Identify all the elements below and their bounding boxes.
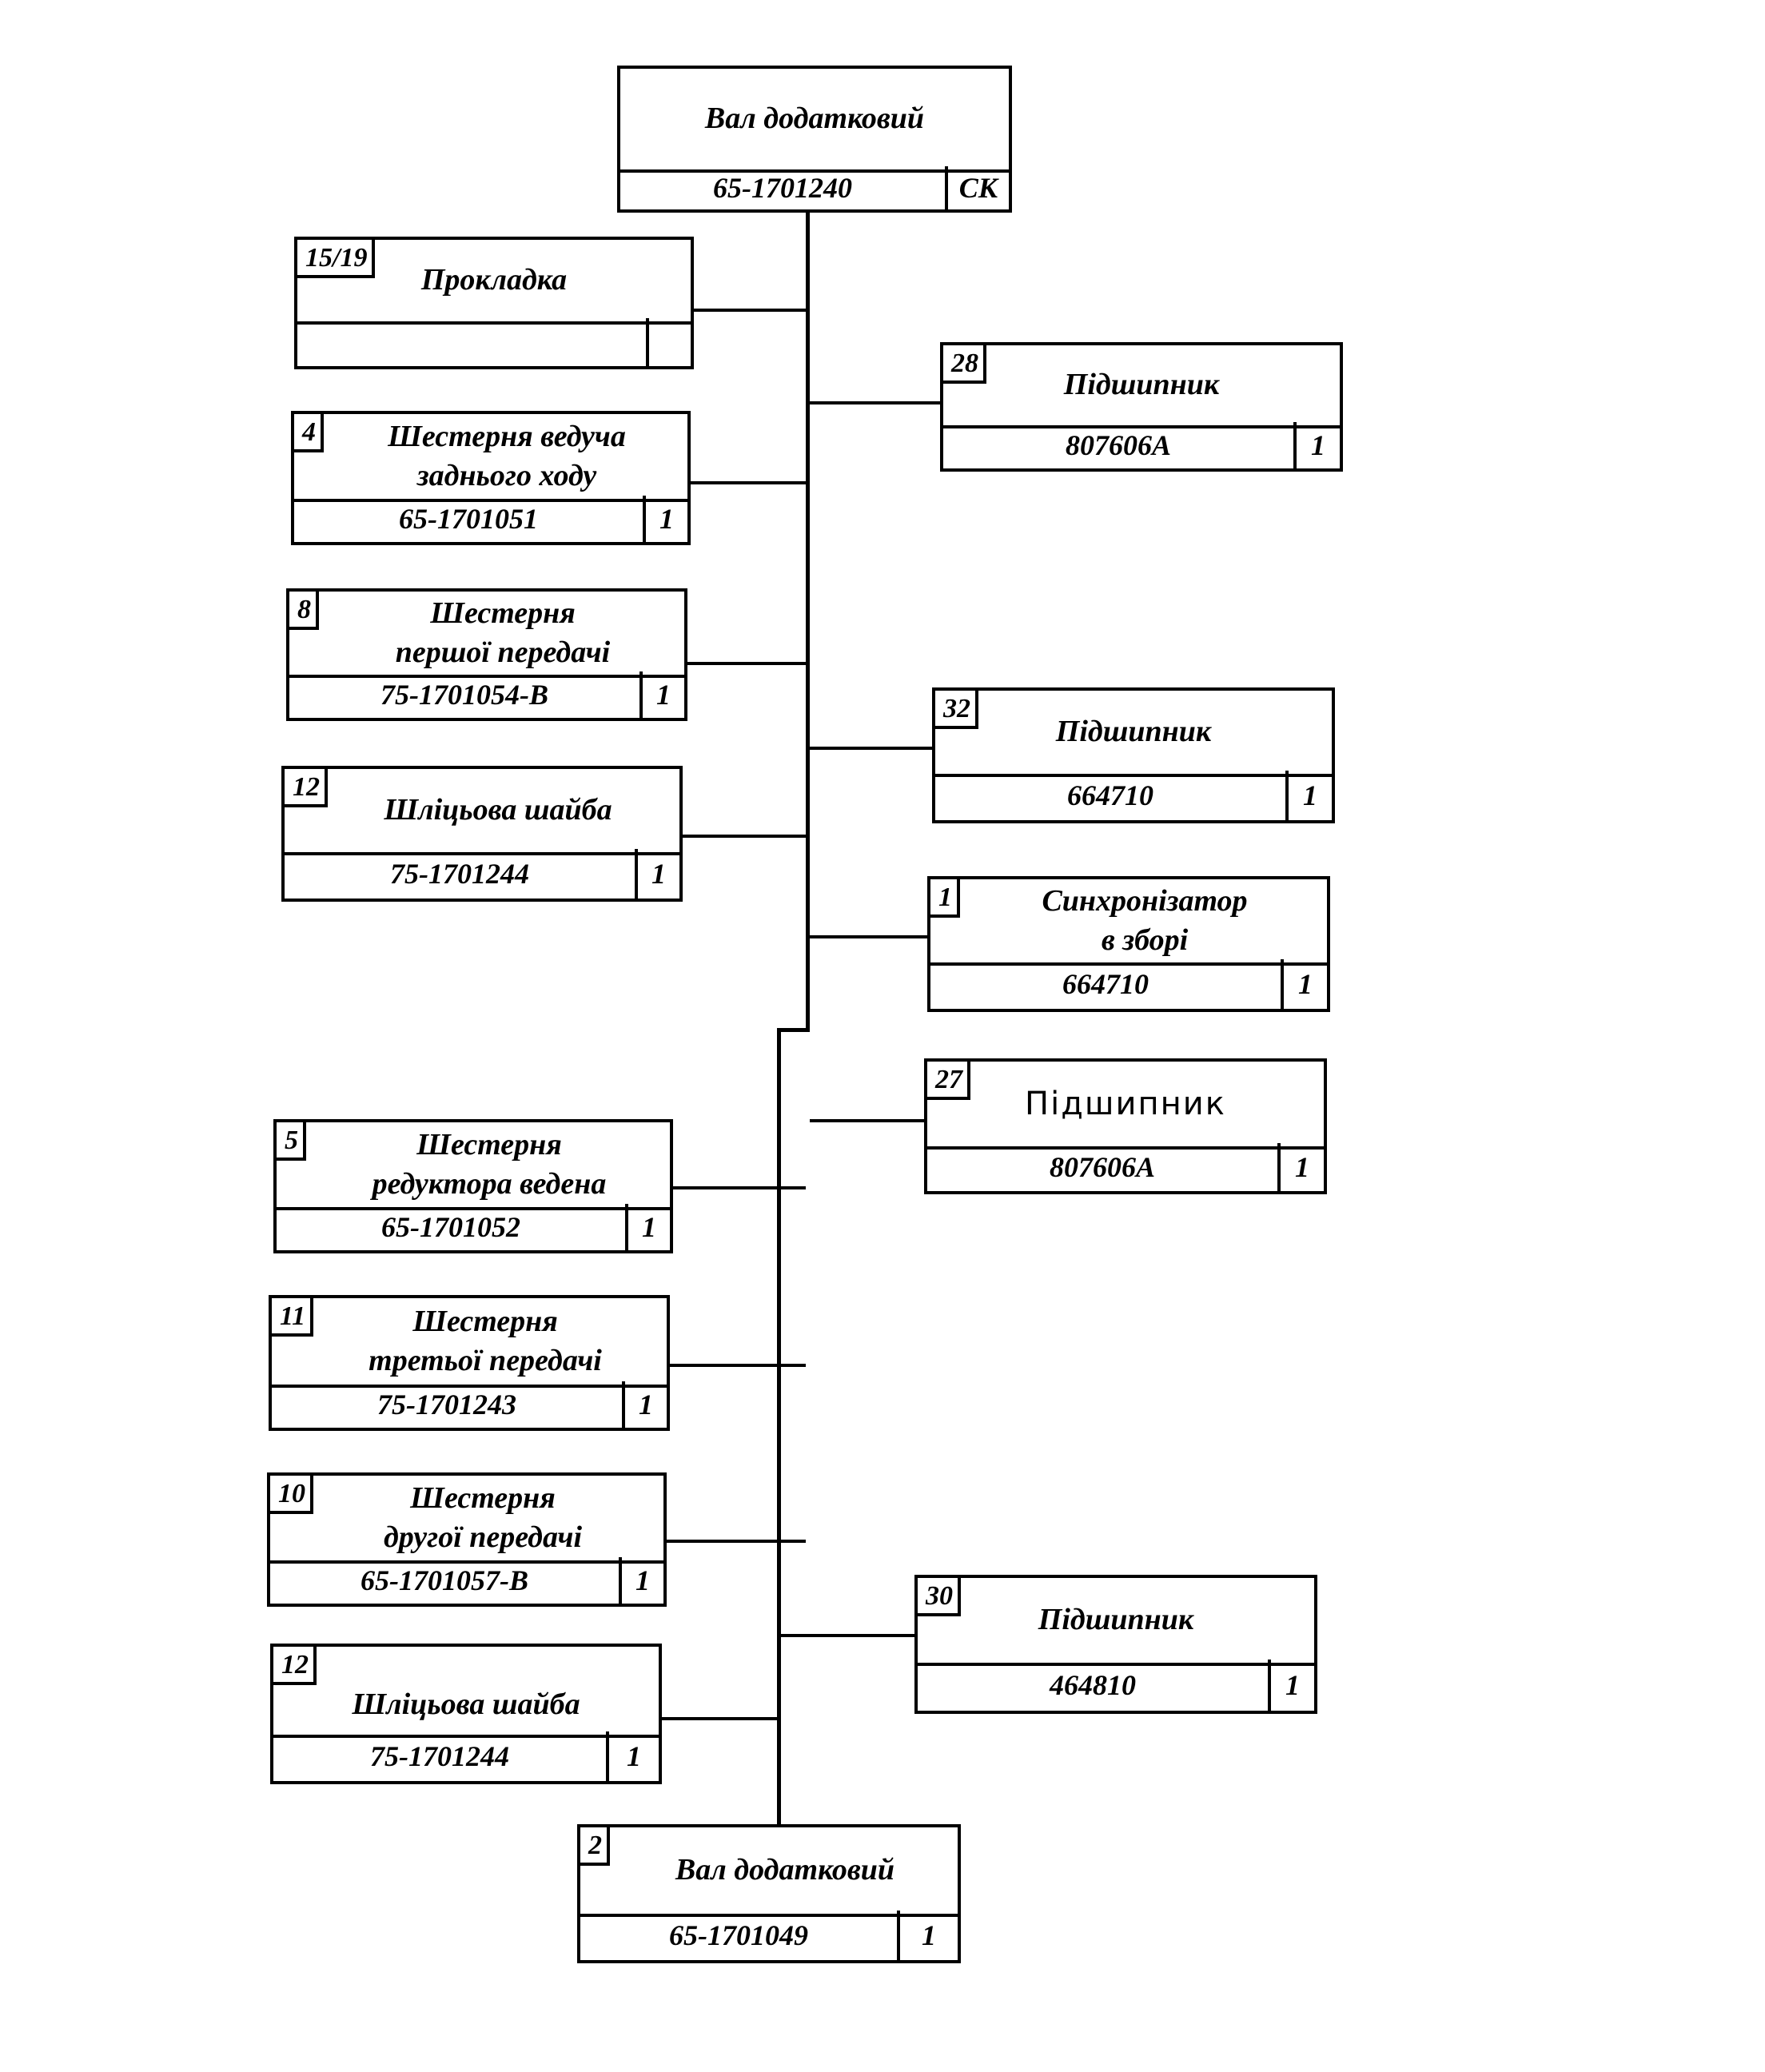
part-title: Підшипник [1038,1603,1194,1637]
connector-left-5 [668,1364,806,1367]
part-code [297,318,646,366]
part-card: 27 Підшипник 807606А 1 [924,1058,1327,1194]
part-code: 65-1701052 [381,1211,520,1243]
part-code: 807606А [1049,1151,1155,1183]
part-qty: 1 [1281,959,1327,1009]
part-qty: 1 [606,1731,659,1781]
part-title: Прокладка [420,263,568,297]
connector-right-3 [810,1119,926,1122]
part-code: 664710 [1067,779,1153,811]
connector-left-0 [692,309,806,312]
part-number: 28 [943,345,986,384]
part-number: 12 [273,1647,317,1685]
part-card: 4 Шестерня ведуча заднього ходу 65-17010… [291,411,691,545]
part-qty: 1 [619,1557,663,1604]
part-qty: 1 [643,496,687,542]
part-title: Підшипник [1025,1086,1226,1122]
part-number: 27 [927,1062,970,1100]
part-code: 75-1701054-В [380,679,548,711]
part-title: Шестерня другої передачі [383,1480,583,1554]
part-card: 30 Підшипник 464810 1 [914,1575,1317,1714]
connector-right-4 [781,1634,917,1637]
part-code: 75-1701244 [370,1740,509,1772]
part-number: 5 [277,1122,306,1161]
connector-left-4 [671,1186,806,1189]
part-qty: 1 [1285,771,1332,820]
part-title: Вал додатковий [675,1853,895,1887]
part-number: 8 [289,592,319,630]
part-title: Шліцьова шайба [384,793,612,827]
part-qty: 1 [635,849,679,899]
connector-left-1 [689,481,806,484]
part-code: 464810 [1050,1669,1136,1701]
part-code: 807606А [1065,429,1171,461]
part-number: 2 [580,1827,610,1866]
part-title: Шестерня третьої передачі [369,1304,602,1377]
part-title: Підшипник [1055,715,1212,749]
part-qty: 1 [897,1911,958,1960]
part-card: 10 Шестерня другої передачі 65-1701057-В… [267,1472,667,1607]
part-number: 32 [935,691,978,729]
connector-left-3 [681,835,806,838]
connector-right-0 [810,401,941,404]
part-qty: 1 [1293,422,1340,468]
part-card: 28 Підшипник 807606А 1 [940,342,1343,472]
connector-right-2 [810,935,931,938]
part-title: Підшипник [1063,368,1220,402]
root-title: Вал додатковий [704,102,925,136]
root-code: 65-1701240 [713,172,852,204]
part-card: 12 Шліцьова шайба 75-1701244 1 [270,1644,662,1784]
part-code: 664710 [1062,968,1149,1000]
part-qty: 1 [1268,1660,1314,1711]
trunk-line-join [777,1028,810,1032]
part-title: Шестерня першої передачі [395,596,611,669]
part-card: 32 Підшипник 664710 1 [932,687,1335,823]
part-code: 65-1701049 [669,1919,808,1951]
connector-right-1 [810,747,934,750]
part-number: 15/19 [297,240,376,278]
part-code: 65-1701057-В [361,1564,528,1596]
part-title: Шліцьова шайба [352,1687,580,1722]
bottom-card: 2 Вал додатковий 65-1701049 1 [577,1824,961,1963]
part-card: 8 Шестерня першої передачі 75-1701054-В … [286,588,687,721]
part-qty: 1 [639,671,684,718]
connector-left-2 [686,662,806,665]
part-code: 75-1701243 [377,1389,516,1421]
root-card: Вал додатковий 65-1701240 СК [617,66,1012,213]
part-number: 10 [270,1476,313,1514]
part-code: 65-1701051 [399,503,538,535]
part-card: 5 Шестерня редуктора ведена 65-1701052 1 [273,1119,673,1253]
part-title: Синхронізатор в зборі [1042,883,1248,957]
part-number: 12 [285,769,328,807]
part-number: 4 [294,414,324,452]
part-card: 11 Шестерня третьої передачі 75-1701243 … [269,1295,670,1431]
part-qty [646,318,691,366]
part-qty: 1 [1277,1143,1324,1191]
part-qty: 1 [622,1381,667,1428]
part-card: 15/19 Прокладка [294,237,694,369]
part-card: 12 Шліцьова шайба 75-1701244 1 [281,766,683,902]
part-title: Шестерня редуктора ведена [372,1127,607,1201]
part-code: 75-1701244 [390,858,529,890]
part-card: 1 Синхронізатор в зборі 664710 1 [927,876,1330,1012]
part-title: Шестерня ведуча заднього ходу [388,419,626,492]
part-qty: 1 [625,1204,670,1250]
trunk-line [806,213,810,1028]
part-number: 30 [918,1578,961,1616]
part-number: 1 [930,879,960,918]
connector-left-7 [660,1717,777,1720]
root-qty: СК [945,166,1009,209]
trunk-line-lower [777,1028,781,1827]
connector-left-6 [665,1540,806,1543]
part-number: 11 [272,1298,314,1337]
